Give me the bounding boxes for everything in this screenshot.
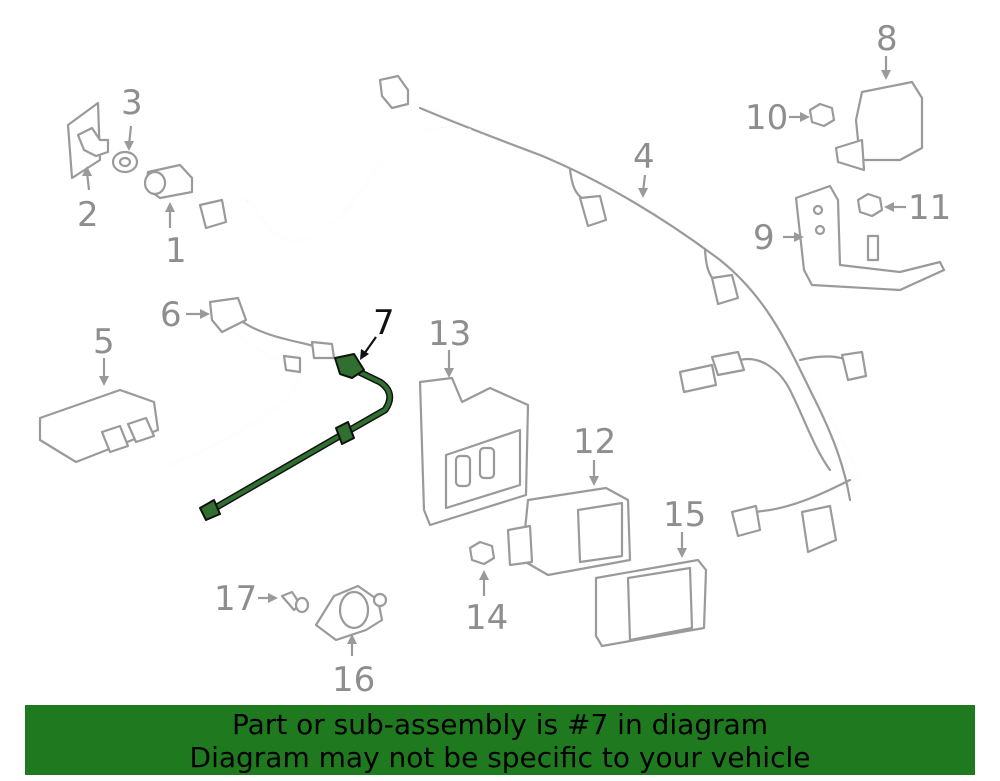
callout-4: 4 — [633, 137, 655, 177]
part-2-bracket[interactable] — [66, 101, 110, 180]
callout-3: 3 — [121, 83, 143, 123]
callout-13: 13 — [428, 314, 471, 354]
notice-line-2: Diagram may not be specific to your vehi… — [189, 741, 811, 774]
parts-diagram: 1 2 3 4 5 6 7 8 9 10 11 12 13 14 15 16 1… — [38, 19, 951, 700]
callout-14: 14 — [465, 598, 508, 638]
part-16-buzzer[interactable] — [314, 584, 388, 642]
callout-9: 9 — [753, 218, 775, 258]
part-9-mount-bracket[interactable] — [794, 184, 946, 292]
part-12-control-unit[interactable] — [506, 486, 632, 577]
notice-line-1: Part or sub-assembly is #7 in diagram — [231, 708, 769, 741]
callout-16: 16 — [332, 660, 375, 700]
part-15-module-housing[interactable] — [594, 558, 708, 648]
callout-arrows — [82, 56, 906, 656]
part-14-nut[interactable] — [468, 540, 496, 566]
callout-17: 17 — [214, 579, 257, 619]
callout-6: 6 — [160, 295, 182, 335]
part-11-nut[interactable] — [856, 192, 884, 218]
part-5-module[interactable] — [38, 388, 160, 464]
callout-11: 11 — [908, 188, 951, 228]
callout-8: 8 — [876, 19, 898, 59]
callout-15: 15 — [663, 495, 706, 535]
part-17-screw[interactable] — [280, 590, 310, 614]
callout-2: 2 — [77, 195, 99, 235]
part-10-nut[interactable] — [808, 102, 836, 128]
callout-10: 10 — [745, 98, 788, 138]
part-13-bracket[interactable] — [418, 376, 530, 527]
part-4-wiring-harness[interactable] — [198, 74, 868, 554]
callout-12: 12 — [573, 422, 616, 462]
part-1-park-sensor[interactable] — [143, 163, 194, 200]
part-8-bracket[interactable] — [834, 80, 924, 172]
part-3-washer[interactable] — [111, 150, 139, 174]
part-7-sensor-cable[interactable] — [199, 353, 394, 521]
part-6-sub-harness[interactable] — [168, 296, 336, 467]
callout-1: 1 — [165, 231, 187, 271]
callout-7: 7 — [373, 303, 395, 343]
notice-banner: Part or sub-assembly is #7 in diagram Di… — [25, 705, 975, 775]
callout-5: 5 — [93, 322, 115, 362]
